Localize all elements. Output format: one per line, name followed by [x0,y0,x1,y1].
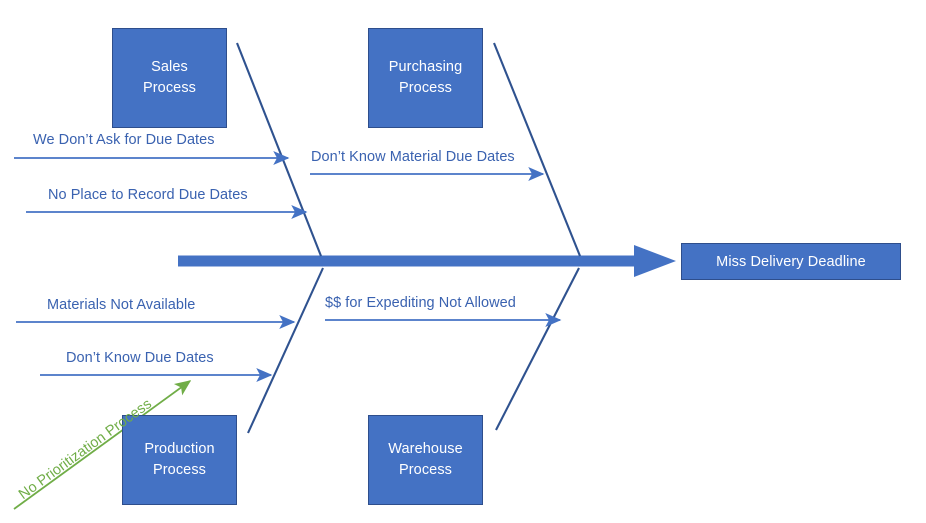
cause-label-materials-not-available: Materials Not Available [47,297,196,313]
rib-warehouse [495,267,580,431]
category-box-sales[interactable]: Sales Process [112,28,227,128]
category-box-production-line2: Process [152,462,207,478]
category-box-purchasing-line2: Process [398,80,453,96]
cause-label-no-place-to-record-due-dates: No Place to Record Due Dates [48,187,248,203]
category-box-warehouse-line1: Warehouse [388,441,463,458]
category-box-production-line1: Production [144,441,215,458]
category-box-warehouse[interactable]: Warehouse Process [368,415,483,505]
cause-label-dont-know-material-due-dates: Don’t Know Material Due Dates [311,149,515,165]
category-box-warehouse-line2: Process [398,462,453,478]
category-box-sales-line2: Process [142,80,197,96]
cause-label-dont-know-due-dates: Don’t Know Due Dates [66,350,214,366]
category-box-production[interactable]: Production Process [122,415,237,505]
spine-arrow [178,245,676,277]
rib-production [247,267,324,434]
rib-sales [236,42,322,257]
category-box-purchasing[interactable]: Purchasing Process [368,28,483,128]
category-box-sales-line1: Sales [151,59,188,76]
effect-box-label: Miss Delivery Deadline [716,253,866,270]
effect-box-miss-delivery-deadline[interactable]: Miss Delivery Deadline [681,243,901,280]
cause-label-we-dont-ask-for-due-dates: We Don’t Ask for Due Dates [33,132,215,148]
category-box-purchasing-line1: Purchasing [388,59,463,76]
cause-label-dollars-for-expediting-not-allowed: $$ for Expediting Not Allowed [325,295,516,311]
